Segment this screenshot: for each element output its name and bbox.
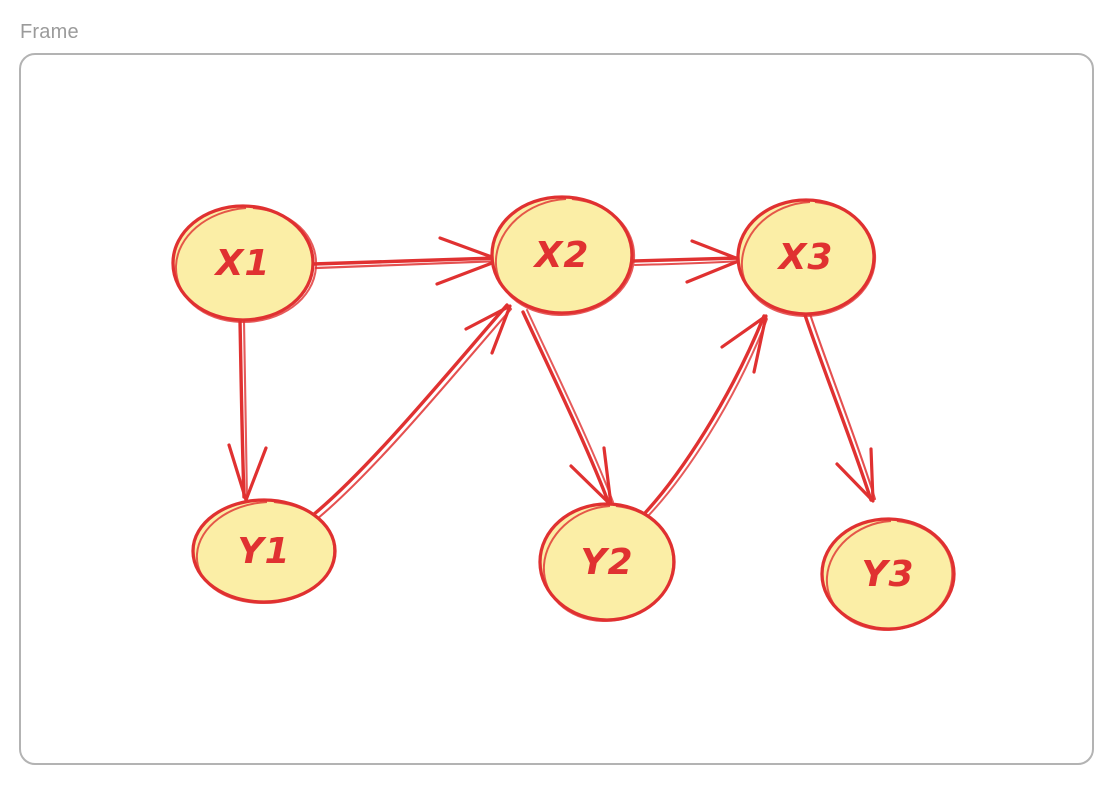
- node-x1-label: X1: [214, 243, 271, 284]
- node-x3[interactable]: X3: [736, 198, 877, 318]
- node-x1-sketch-pass: [174, 207, 318, 324]
- edge-x3-to-y3[interactable]: [803, 312, 877, 503]
- node-y2-sketch-pass: [542, 505, 675, 623]
- node-y2-label: Y2: [580, 542, 633, 583]
- arrowhead-y2-to-x3: [720, 314, 768, 374]
- node-y2[interactable]: Y2: [538, 502, 676, 623]
- node-x2-sketch-pass: [494, 198, 636, 317]
- node-y3-sketch-pass: [825, 520, 954, 632]
- edge-y1-to-x2[interactable]: [311, 303, 513, 521]
- node-y3[interactable]: Y3: [820, 517, 956, 632]
- frame-box[interactable]: [19, 53, 1094, 765]
- node-x1-shape: [171, 204, 315, 322]
- node-x2-shape: [490, 195, 634, 315]
- arrowhead-x3-to-y3: [835, 447, 875, 503]
- node-y1-label: Y1: [237, 531, 290, 572]
- node-y3-shape: [820, 517, 956, 631]
- edge-y2-to-x3[interactable]: [643, 314, 768, 517]
- node-x2[interactable]: X2: [490, 195, 636, 317]
- arrowhead-y1-to-x2: [464, 304, 512, 355]
- node-x3-shape: [736, 198, 876, 316]
- node-y1-sketch-pass: [195, 501, 336, 605]
- node-y1[interactable]: Y1: [191, 498, 337, 605]
- node-x3-label: X3: [777, 237, 834, 278]
- nodes-layer: X1 X2 X3 Y1: [171, 195, 956, 632]
- node-x1[interactable]: X1: [171, 204, 318, 324]
- frame-name-label[interactable]: Frame: [20, 21, 79, 43]
- node-x2-label: X2: [533, 235, 590, 276]
- node-x3-sketch-pass: [740, 201, 877, 318]
- node-y3-label: Y3: [861, 554, 914, 595]
- edges-layer: [227, 236, 877, 521]
